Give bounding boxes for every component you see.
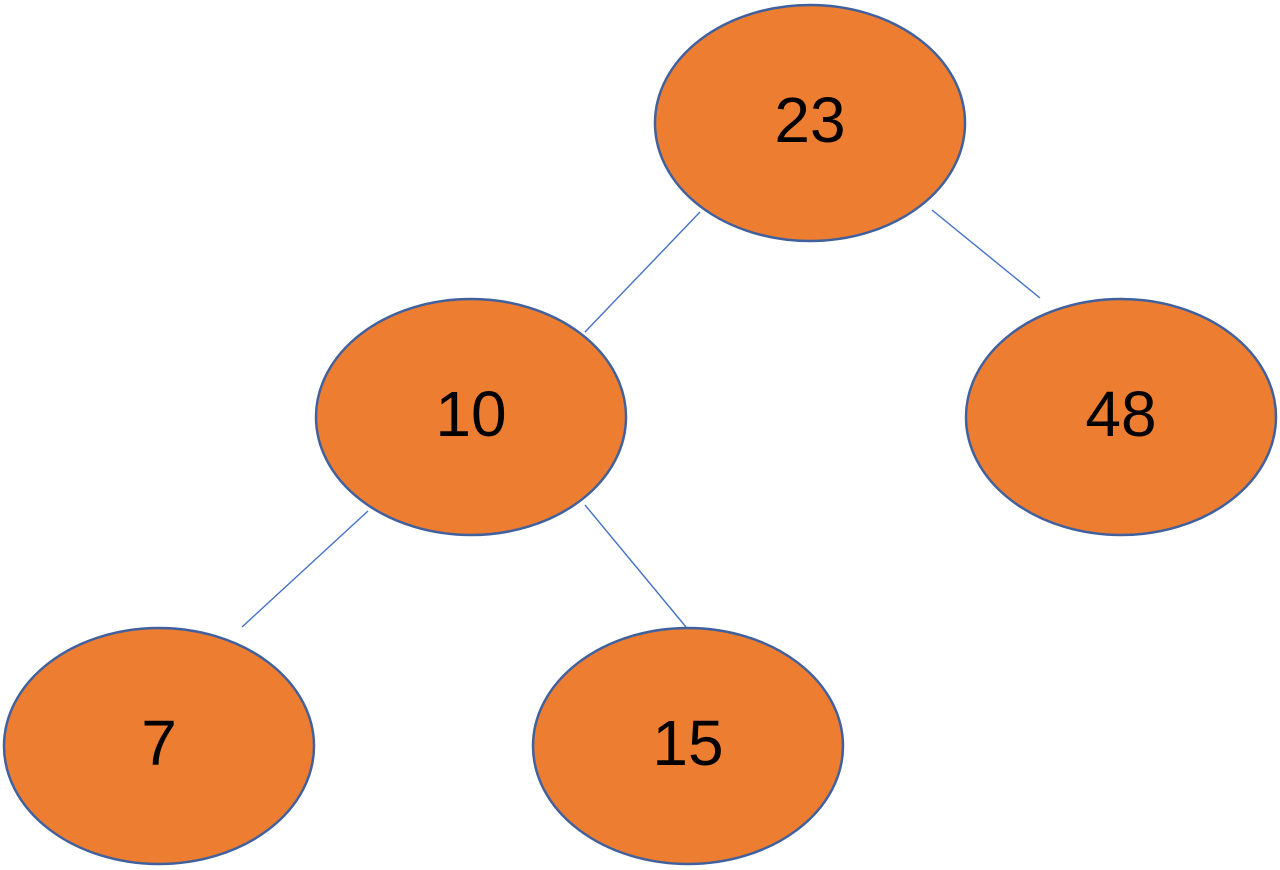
node-label: 15 (652, 707, 723, 779)
edges-layer (241, 209, 1041, 628)
node-ellipse (653, 3, 967, 243)
tree-node-48: 48 (964, 297, 1278, 537)
tree-node-15: 15 (531, 626, 845, 866)
node-ellipse (964, 297, 1278, 537)
edge-10-to-15 (584, 504, 687, 628)
node-ellipse (314, 297, 628, 537)
edge-23-to-48 (931, 209, 1041, 299)
edge-10-to-7 (241, 510, 369, 628)
node-label: 7 (141, 707, 177, 779)
nodes-layer: 23 10 48 7 15 (2, 3, 1278, 866)
tree-node-23: 23 (653, 3, 967, 243)
node-ellipse (2, 626, 316, 866)
tree-node-7: 7 (2, 626, 316, 866)
edge-23-to-10 (584, 211, 701, 333)
node-label: 10 (435, 378, 506, 450)
tree-node-10: 10 (314, 297, 628, 537)
node-ellipse (531, 626, 845, 866)
node-label: 48 (1085, 378, 1156, 450)
node-label: 23 (774, 84, 845, 156)
